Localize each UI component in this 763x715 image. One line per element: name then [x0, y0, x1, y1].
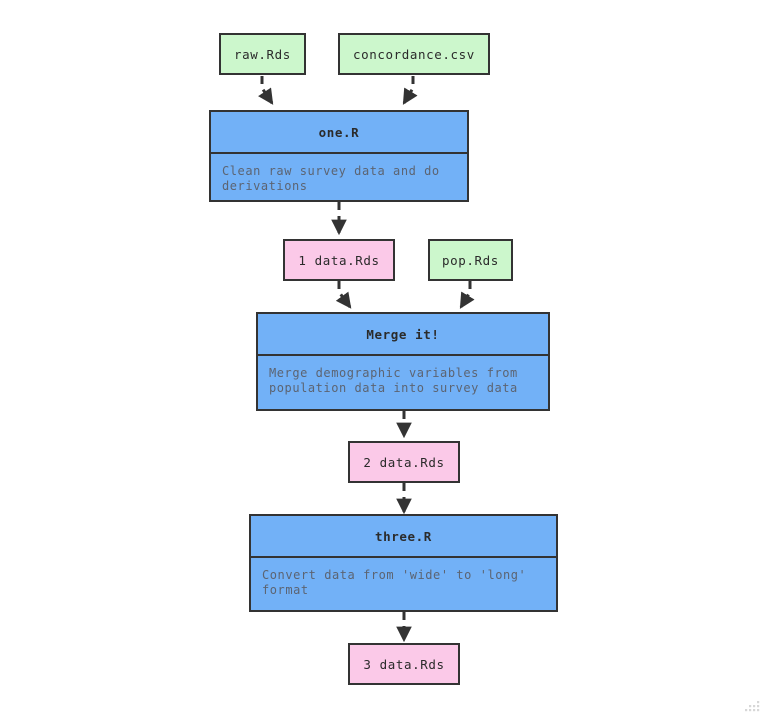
- node-merge-it[interactable]: Merge it! Merge demographic variables fr…: [256, 312, 550, 411]
- node-one-r-description: Clean raw survey data and do derivations: [222, 164, 440, 193]
- node-1-data-rds[interactable]: 1 data.Rds: [283, 239, 395, 281]
- node-merge-it-description: Merge demographic variables from populat…: [269, 366, 518, 395]
- node-one-r-label: one.R: [318, 124, 360, 140]
- edge-pop-to-merge: [459, 281, 475, 309]
- node-2-data-rds-label: 2 data.Rds: [363, 454, 445, 470]
- node-three-r-header: three.R: [251, 516, 556, 558]
- node-three-r-body: Convert data from 'wide' to 'long' forma…: [251, 558, 556, 610]
- node-three-r-label: three.R: [375, 528, 432, 544]
- node-three-r-description: Convert data from 'wide' to 'long' forma…: [262, 568, 527, 597]
- edge-data1-to-merge: [335, 281, 352, 309]
- node-concordance-csv[interactable]: concordance.csv: [338, 33, 490, 75]
- node-1-data-rds-label: 1 data.Rds: [298, 252, 380, 268]
- node-one-r-header: one.R: [211, 112, 467, 154]
- node-pop-rds-label: pop.Rds: [442, 252, 499, 268]
- node-raw-rds-label: raw.Rds: [234, 46, 291, 62]
- node-3-data-rds[interactable]: 3 data.Rds: [348, 643, 460, 685]
- node-3-data-rds-label: 3 data.Rds: [363, 656, 445, 672]
- resize-grip-icon[interactable]: [740, 692, 762, 714]
- node-one-r-body: Clean raw survey data and do derivations: [211, 154, 467, 200]
- node-three-r[interactable]: three.R Convert data from 'wide' to 'lon…: [249, 514, 558, 612]
- node-raw-rds[interactable]: raw.Rds: [219, 33, 306, 75]
- node-concordance-csv-label: concordance.csv: [353, 46, 475, 62]
- edge-concordance-to-one: [402, 76, 418, 105]
- node-pop-rds[interactable]: pop.Rds: [428, 239, 513, 281]
- node-one-r[interactable]: one.R Clean raw survey data and do deriv…: [209, 110, 469, 202]
- node-merge-it-header: Merge it!: [258, 314, 548, 356]
- edge-raw-to-one: [258, 76, 274, 105]
- node-merge-it-body: Merge demographic variables from populat…: [258, 356, 548, 409]
- node-merge-it-label: Merge it!: [366, 326, 440, 342]
- node-2-data-rds[interactable]: 2 data.Rds: [348, 441, 460, 483]
